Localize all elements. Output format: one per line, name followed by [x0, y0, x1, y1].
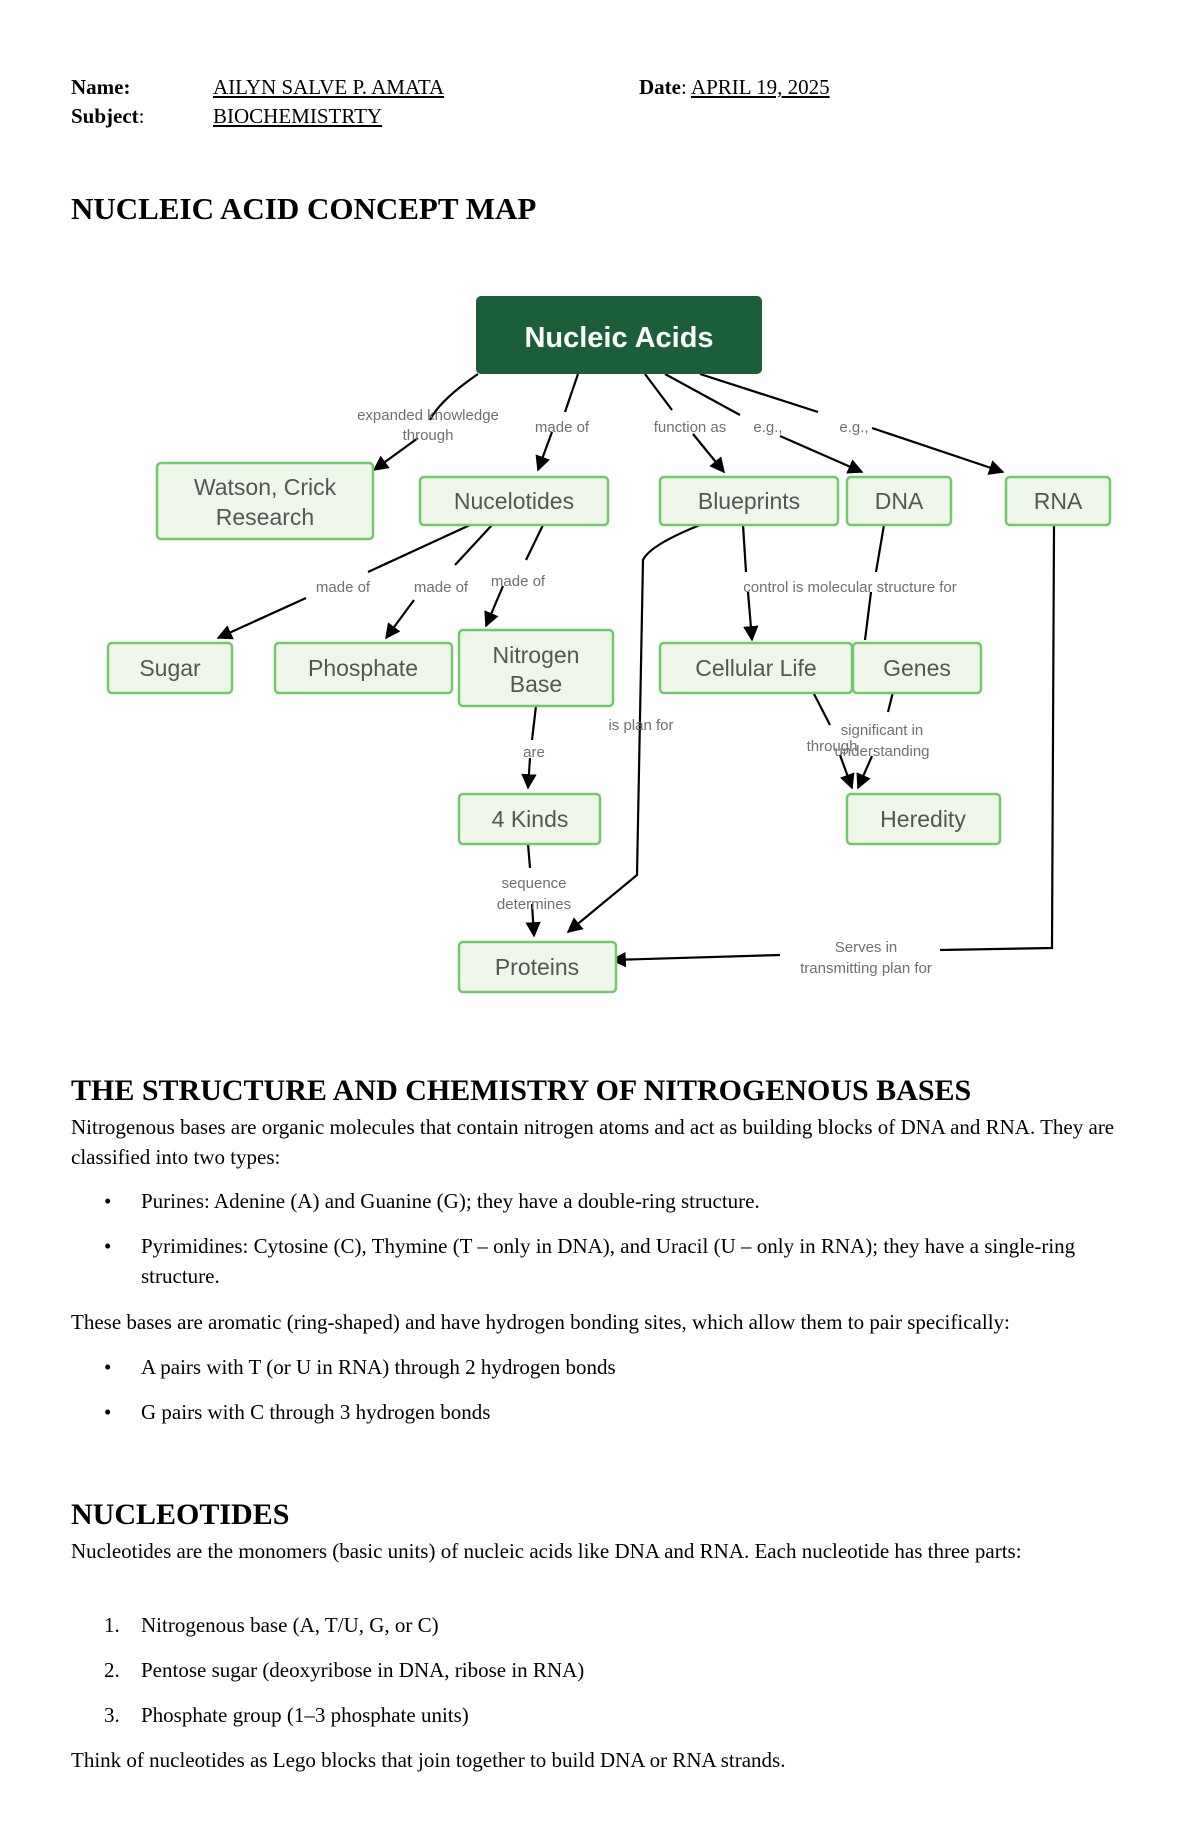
edge-rna-proteins: [612, 524, 1056, 960]
link-label-are: are: [523, 744, 545, 761]
edge-nuc-sugar: [218, 524, 471, 638]
edge-root-blueprints: [644, 373, 724, 472]
node-rna: RNA: [1004, 475, 1112, 527]
edge-kinds-proteins: [528, 843, 534, 936]
link-label-through: through: [807, 738, 858, 755]
node-nucleic-acids-label: Nucleic Acids: [524, 322, 713, 354]
date-label: Date: [639, 75, 681, 99]
edge-root-dna: [664, 373, 862, 472]
map-edges: [218, 372, 1056, 960]
link-label-is-plan-for: is plan for: [608, 717, 673, 734]
link-label-sequence-2: determines: [497, 896, 571, 913]
list-item: •Pyrimidines: Cytosine (C), Thymine (T –…: [104, 1234, 1076, 1288]
link-label-expanded-1: expanded knowledge: [357, 407, 499, 424]
node-phosphate-label: Phosphate: [308, 655, 418, 681]
subject-field: Subject:: [71, 104, 145, 128]
node-watson-label-2: Research: [216, 504, 314, 530]
node-sugar-label: Sugar: [139, 655, 201, 681]
link-label-made-of-sugar: made of: [316, 579, 371, 596]
node-watson-crick: Watson, Crick Research: [155, 461, 375, 541]
link-label-significant-1: significant in: [841, 722, 924, 739]
bases-pairs-list: •A pairs with T (or U in RNA) through 2 …: [71, 1352, 1131, 1427]
edge-root-watson: [374, 373, 479, 470]
node-watson-label-1: Watson, Crick: [194, 474, 337, 500]
node-nitrogen-label-1: Nitrogen: [493, 642, 580, 668]
page-title: NUCLEIC ACID CONCEPT MAP: [71, 191, 537, 226]
edge-blueprints-proteins: [566, 523, 701, 933]
edge-root-rna: [699, 372, 1003, 472]
concept-map: Nucleic Acids Watson, Crick Research Nuc…: [106, 296, 1112, 994]
section-title-bases: THE STRUCTURE AND CHEMISTRY OF NITROGENO…: [71, 1074, 972, 1107]
name-label: Name:: [71, 75, 131, 99]
link-label-made-of-nitrogen: made of: [491, 573, 546, 590]
edge-blueprints-cellular: [743, 524, 752, 640]
edge-root-nucleotides: [538, 373, 580, 470]
list-item: 1.Nitrogenous base (A, T/U, G, or C): [104, 1613, 439, 1637]
node-heredity: Heredity: [845, 792, 1002, 846]
node-blueprints: Blueprints: [658, 475, 840, 527]
link-label-function-as: function as: [654, 419, 727, 436]
list-item: •Purines: Adenine (A) and Guanine (G); t…: [104, 1189, 760, 1213]
edge-nitrogen-kinds: [528, 705, 536, 788]
edge-nuc-nitrogen: [486, 524, 544, 626]
node-blueprints-label: Blueprints: [698, 488, 800, 514]
link-label-sequence-1: sequence: [501, 875, 566, 892]
node-nucleotides: Nucelotides: [418, 475, 610, 527]
node-phosphate: Phosphate: [273, 641, 454, 695]
link-label-eg-dna: e.g.,: [753, 419, 782, 436]
link-label-control: control is molecular structure for: [743, 579, 956, 596]
edge-dna-genes: [863, 524, 886, 641]
node-genes-label: Genes: [883, 655, 951, 681]
link-label-made-of: made of: [535, 419, 590, 436]
subject-value: BIOCHEMISTRTY: [213, 104, 383, 128]
node-nucleotides-label: Nucelotides: [454, 488, 574, 514]
section-title-nucleotides: NUCLEOTIDES: [71, 1498, 290, 1531]
node-genes: Genes: [851, 641, 983, 695]
bases-intro: Nitrogenous bases are organic molecules …: [71, 1115, 1115, 1169]
date-field: Date: APRIL 19, 2025: [639, 75, 830, 99]
bases-types-list: •Purines: Adenine (A) and Guanine (G); t…: [71, 1186, 1131, 1291]
nucleotides-intro: Nucleotides are the monomers (basic unit…: [71, 1539, 1022, 1563]
bases-pairing-intro: These bases are aromatic (ring-shaped) a…: [71, 1310, 1010, 1334]
list-item: 3.Phosphate group (1–3 phosphate units): [104, 1703, 469, 1727]
link-label-significant-2: understanding: [834, 743, 929, 760]
date-value: APRIL 19, 2025: [690, 75, 830, 99]
name-value: AILYN SALVE P. AMATA: [213, 75, 445, 99]
node-nitrogen-base: Nitrogen Base: [457, 628, 615, 708]
list-item: •G pairs with C through 3 hydrogen bonds: [104, 1400, 491, 1424]
node-rna-label: RNA: [1034, 488, 1083, 514]
nucleotides-closing: Think of nucleotides as Lego blocks that…: [71, 1748, 786, 1772]
edge-nuc-phosphate: [386, 524, 493, 638]
list-item: •A pairs with T (or U in RNA) through 2 …: [104, 1355, 616, 1379]
nucleotides-parts-list: 1.Nitrogenous base (A, T/U, G, or C) 2.P…: [71, 1610, 1131, 1730]
link-label-eg-rna: e.g.,: [839, 419, 868, 436]
node-nitrogen-label-2: Base: [510, 671, 562, 697]
subject-label: Subject: [71, 104, 139, 128]
link-label-serves-1: Serves in: [835, 939, 898, 956]
node-four-kinds: 4 Kinds: [457, 792, 602, 846]
node-four-kinds-label: 4 Kinds: [492, 806, 569, 832]
node-cellular-life-label: Cellular Life: [695, 655, 816, 681]
node-sugar: Sugar: [106, 641, 234, 695]
node-proteins: Proteins: [457, 940, 618, 994]
node-dna: DNA: [845, 475, 953, 527]
link-label-serves-2: transmitting plan for: [800, 960, 932, 977]
map-link-labels: expanded knowledge through made of funct…: [316, 407, 957, 977]
node-heredity-label: Heredity: [880, 806, 966, 832]
edge-genes-heredity: [858, 691, 895, 788]
link-label-expanded-2: through: [403, 427, 454, 444]
node-nucleic-acids: Nucleic Acids: [476, 296, 762, 374]
node-proteins-label: Proteins: [495, 954, 579, 980]
list-item: 2.Pentose sugar (deoxyribose in DNA, rib…: [104, 1658, 585, 1682]
node-cellular-life: Cellular Life: [658, 641, 854, 695]
link-label-made-of-phosphate: made of: [414, 579, 469, 596]
node-dna-label: DNA: [875, 488, 924, 514]
